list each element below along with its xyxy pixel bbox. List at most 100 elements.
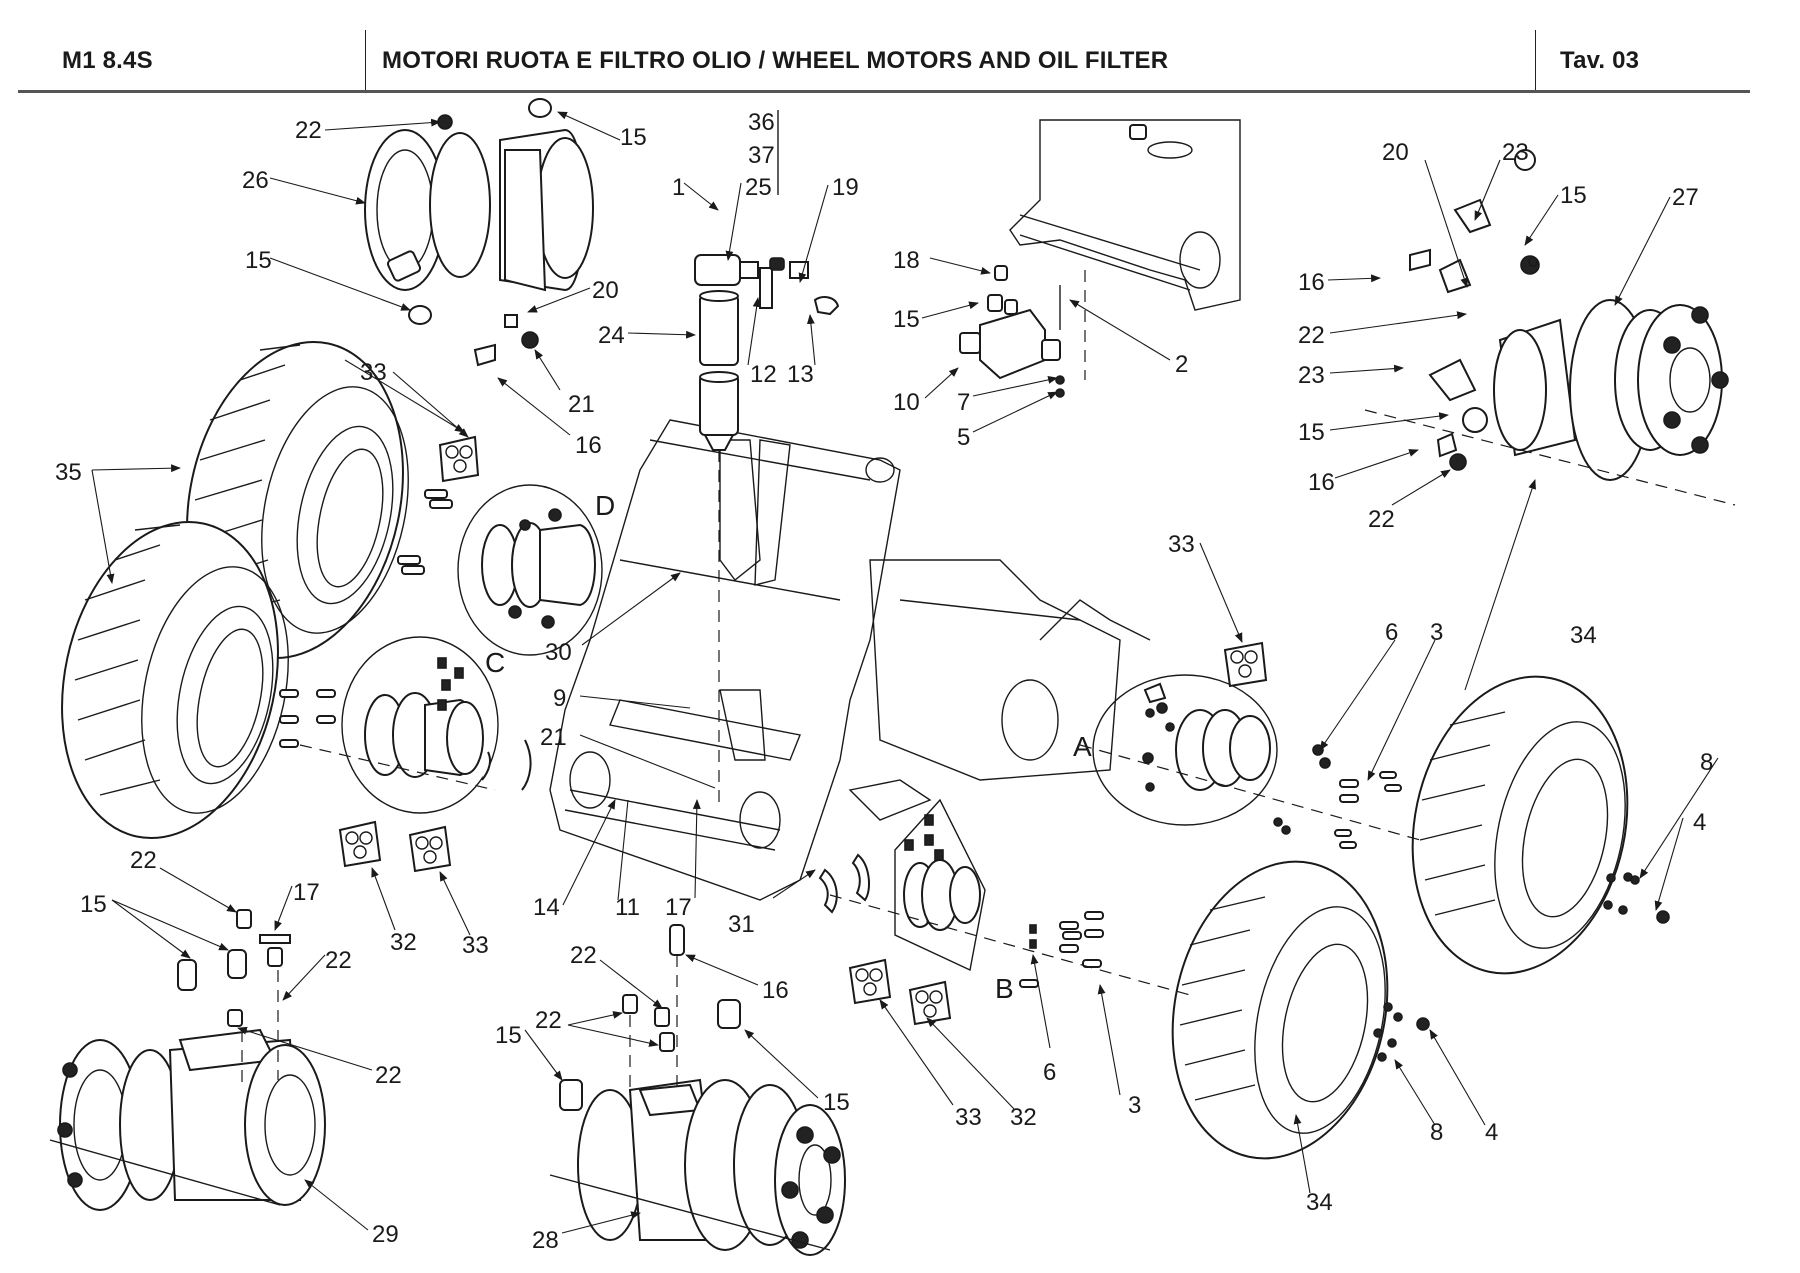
detail-label-d: D — [595, 490, 615, 521]
detail-label-a: A — [1073, 731, 1092, 762]
front-subframe — [1009, 119, 1241, 380]
wheel-motor-27 — [1364, 149, 1736, 506]
callout-16: 16 — [575, 432, 602, 459]
callout-34: 34 — [1570, 622, 1597, 649]
callout-16: 16 — [762, 977, 789, 1004]
wheel-nuts-right — [1373, 872, 1670, 1062]
callout-8: 8 — [1430, 1119, 1443, 1146]
detail-view-b — [894, 798, 1037, 972]
callout-34: 34 — [1306, 1189, 1333, 1216]
callout-6: 6 — [1385, 619, 1398, 646]
callout-25: 25 — [745, 174, 772, 201]
callout-15: 15 — [80, 891, 107, 918]
callout-14: 14 — [533, 894, 560, 921]
callout-3: 3 — [1430, 619, 1443, 646]
callout-3: 3 — [1128, 1092, 1141, 1119]
oil-filter-assembly — [694, 254, 840, 810]
callout-32: 32 — [390, 929, 417, 956]
wheel-studs-left — [279, 489, 453, 748]
callout-22: 22 — [295, 117, 322, 144]
callout-4: 4 — [1693, 809, 1706, 836]
callout-22: 22 — [375, 1062, 402, 1089]
title-block: M1 8.4S MOTORI RUOTA E FILTRO OLIO / WHE… — [0, 0, 1800, 93]
callout-15: 15 — [620, 124, 647, 151]
callout-16: 16 — [1308, 469, 1335, 496]
detail-view-c — [341, 636, 532, 814]
callout-13: 13 — [787, 361, 814, 388]
model-code: M1 8.4S — [62, 47, 153, 74]
wheel-motor-28 — [549, 924, 846, 1256]
callout-20: 20 — [592, 277, 619, 304]
callout-22: 22 — [130, 847, 157, 874]
detail-label-c: C — [485, 647, 505, 678]
callout-15: 15 — [245, 247, 272, 274]
callout-22: 22 — [1368, 506, 1395, 533]
callout-22: 22 — [535, 1007, 562, 1034]
wheel-motor-29 — [49, 909, 326, 1211]
callout-18: 18 — [893, 247, 920, 274]
wheel-34-upper — [1411, 675, 1629, 975]
callout-30: 30 — [545, 639, 572, 666]
callout-33: 33 — [955, 1104, 982, 1131]
callout-35: 35 — [55, 459, 82, 486]
callout-31: 31 — [728, 911, 755, 938]
wheel-studs-right — [1019, 744, 1402, 988]
callout-24: 24 — [598, 322, 625, 349]
callout-15: 15 — [1560, 182, 1587, 209]
callout-19: 19 — [832, 174, 859, 201]
callout-36: 36 — [748, 109, 775, 136]
callout-22: 22 — [570, 942, 597, 969]
callout-33: 33 — [462, 932, 489, 959]
callout-21: 21 — [568, 391, 595, 418]
callout-labels: 22 15 26 15 20 21 16 33 36 37 25 1 19 24… — [55, 109, 1713, 1254]
callout-5: 5 — [957, 424, 970, 451]
callout-12: 12 — [750, 361, 777, 388]
callout-9: 9 — [553, 685, 566, 712]
callout-11: 11 — [615, 894, 640, 921]
callout-6: 6 — [1043, 1059, 1056, 1086]
callout-16: 16 — [1298, 269, 1325, 296]
callout-21: 21 — [540, 724, 567, 751]
detail-view-a — [1092, 674, 1278, 826]
callout-15: 15 — [823, 1089, 850, 1116]
callout-23: 23 — [1298, 362, 1325, 389]
detail-view-d — [457, 484, 603, 656]
callout-37: 37 — [748, 142, 775, 169]
leader-lines — [91, 110, 1719, 1234]
header-divider — [1535, 30, 1536, 92]
wheel-34-lower — [1171, 860, 1389, 1160]
callout-2: 2 — [1175, 351, 1188, 378]
callout-20: 20 — [1382, 139, 1409, 166]
callout-26: 26 — [242, 167, 269, 194]
main-frame — [549, 419, 1151, 901]
valve-block — [959, 265, 1065, 398]
callout-1: 1 — [672, 174, 685, 201]
callout-29: 29 — [372, 1221, 399, 1248]
callout-15: 15 — [1298, 419, 1325, 446]
page-title: MOTORI RUOTA E FILTRO OLIO / WHEEL MOTOR… — [382, 47, 1169, 74]
callout-28: 28 — [532, 1227, 559, 1254]
callout-17: 17 — [293, 879, 320, 906]
callout-15: 15 — [893, 306, 920, 333]
table-number: Tav. 03 — [1560, 47, 1640, 74]
header-divider — [365, 30, 366, 92]
locking-plates — [818, 853, 871, 914]
wheel-motor-26 — [364, 98, 594, 367]
callout-7: 7 — [957, 389, 970, 416]
wheel-chocks — [338, 435, 1268, 1026]
header-rule — [18, 90, 1750, 93]
callout-27: 27 — [1672, 184, 1699, 211]
detail-label-b: B — [995, 973, 1014, 1004]
callout-22: 22 — [325, 947, 352, 974]
callout-22: 22 — [1298, 322, 1325, 349]
callout-8: 8 — [1700, 749, 1713, 776]
callout-15: 15 — [495, 1022, 522, 1049]
callout-4: 4 — [1485, 1119, 1498, 1146]
callout-23: 23 — [1502, 139, 1529, 166]
callout-32: 32 — [1010, 1104, 1037, 1131]
callout-33: 33 — [360, 359, 387, 386]
wheel-35-lower — [61, 520, 289, 840]
callout-17: 17 — [665, 894, 692, 921]
callout-10: 10 — [893, 389, 920, 416]
